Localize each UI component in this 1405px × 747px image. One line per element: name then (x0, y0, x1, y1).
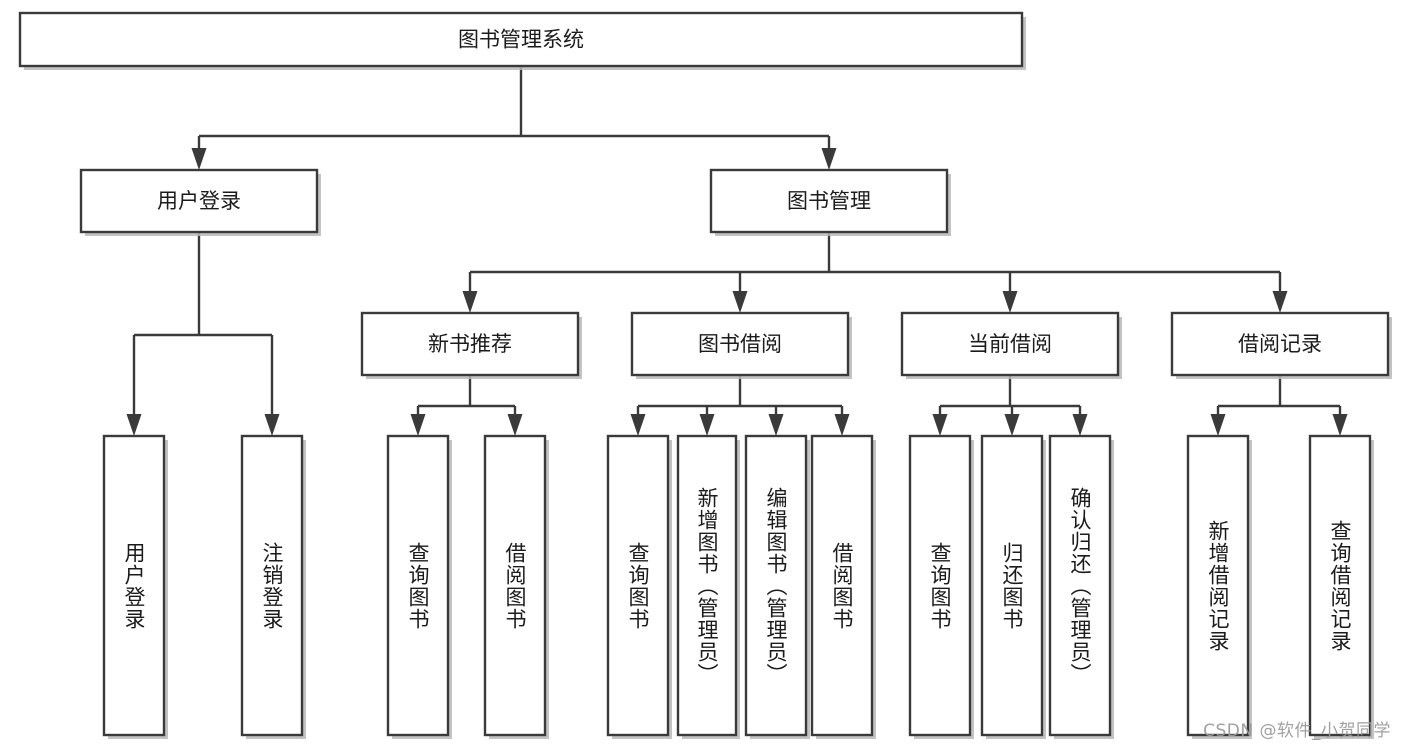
node-label: 图书管理 (787, 189, 871, 213)
arrow-head-icon (1004, 414, 1020, 436)
node-box[interactable] (240, 434, 304, 737)
node-box[interactable] (744, 434, 808, 737)
node-box[interactable] (1048, 434, 1112, 737)
arrow-head-icon (1072, 414, 1088, 436)
node-box[interactable] (900, 311, 1120, 377)
node-box[interactable] (630, 311, 850, 377)
node-label: 当前借阅 (968, 332, 1052, 356)
node-box[interactable] (676, 434, 738, 737)
arrow-head-icon (126, 414, 142, 436)
node-leaf7[interactable] (744, 434, 810, 739)
arrow-head-icon (410, 414, 426, 436)
node-newbook[interactable]: 新书推荐 (360, 311, 582, 379)
arrow-head-icon (1332, 414, 1348, 436)
node-login[interactable]: 用户登录 (79, 168, 321, 236)
connector-group-current (932, 375, 1088, 436)
node-leaf1[interactable] (102, 434, 168, 739)
node-leaf9[interactable] (908, 434, 974, 739)
node-box[interactable] (102, 434, 166, 737)
node-label: 用户登录 (157, 189, 241, 213)
node-box[interactable] (908, 434, 972, 737)
arrow-head-icon (1210, 414, 1226, 436)
node-label: 新书推荐 (428, 332, 512, 356)
node-records[interactable]: 借阅记录 (1170, 311, 1392, 379)
node-box[interactable] (360, 311, 580, 377)
node-box[interactable] (1186, 434, 1250, 737)
node-leaf13[interactable] (1308, 434, 1374, 739)
arrow-head-icon (507, 414, 523, 436)
watermark-text: CSDN @软件_小贺同学 (1203, 721, 1391, 741)
node-label: 借阅记录 (1238, 332, 1322, 356)
arrow-head-icon (768, 414, 784, 436)
arrow-head-icon (462, 291, 478, 313)
connector-group-borrow (630, 375, 850, 436)
arrow-head-icon (732, 291, 748, 313)
node-leaf12[interactable] (1186, 434, 1252, 739)
arrow-head-icon (834, 414, 850, 436)
node-leaf4[interactable] (483, 434, 549, 739)
node-box[interactable] (483, 434, 547, 737)
arrow-head-icon (699, 414, 715, 436)
arrow-head-icon (1002, 291, 1018, 313)
connector-group-newbook (410, 375, 523, 436)
arrow-head-icon (932, 414, 948, 436)
node-box[interactable] (709, 168, 949, 234)
connector-layer (126, 66, 1348, 436)
node-bookmgmt[interactable]: 图书管理 (709, 168, 951, 236)
arrow-head-icon (630, 414, 646, 436)
node-box[interactable] (386, 434, 450, 737)
arrow-head-icon (1272, 291, 1288, 313)
node-label: 图书管理系统 (458, 28, 584, 52)
connector-group-root (191, 66, 837, 170)
node-box[interactable] (606, 434, 670, 737)
node-borrow[interactable]: 图书借阅 (630, 311, 852, 379)
connector-group-bookmgmt (462, 232, 1288, 313)
node-current[interactable]: 当前借阅 (900, 311, 1122, 379)
node-leaf6[interactable] (676, 434, 740, 739)
node-leaf10[interactable] (980, 434, 1046, 739)
connector-group-login (126, 232, 280, 436)
node-root[interactable]: 图书管理系统 (18, 11, 1026, 70)
node-box[interactable] (1170, 311, 1390, 377)
node-box[interactable] (980, 434, 1044, 737)
node-box[interactable] (79, 168, 319, 234)
arrow-head-icon (264, 414, 280, 436)
node-box[interactable] (810, 434, 874, 737)
node-leaf8[interactable] (810, 434, 876, 739)
node-leaf5[interactable] (606, 434, 672, 739)
arrow-head-icon (191, 148, 207, 170)
arrow-head-icon (821, 148, 837, 170)
node-box[interactable] (18, 11, 1024, 68)
node-label: 图书借阅 (698, 332, 782, 356)
node-leaf2[interactable] (240, 434, 306, 739)
connector-group-records (1210, 375, 1348, 436)
node-box[interactable] (1308, 434, 1372, 737)
node-leaf3[interactable] (386, 434, 452, 739)
node-leaf11[interactable] (1048, 434, 1114, 739)
